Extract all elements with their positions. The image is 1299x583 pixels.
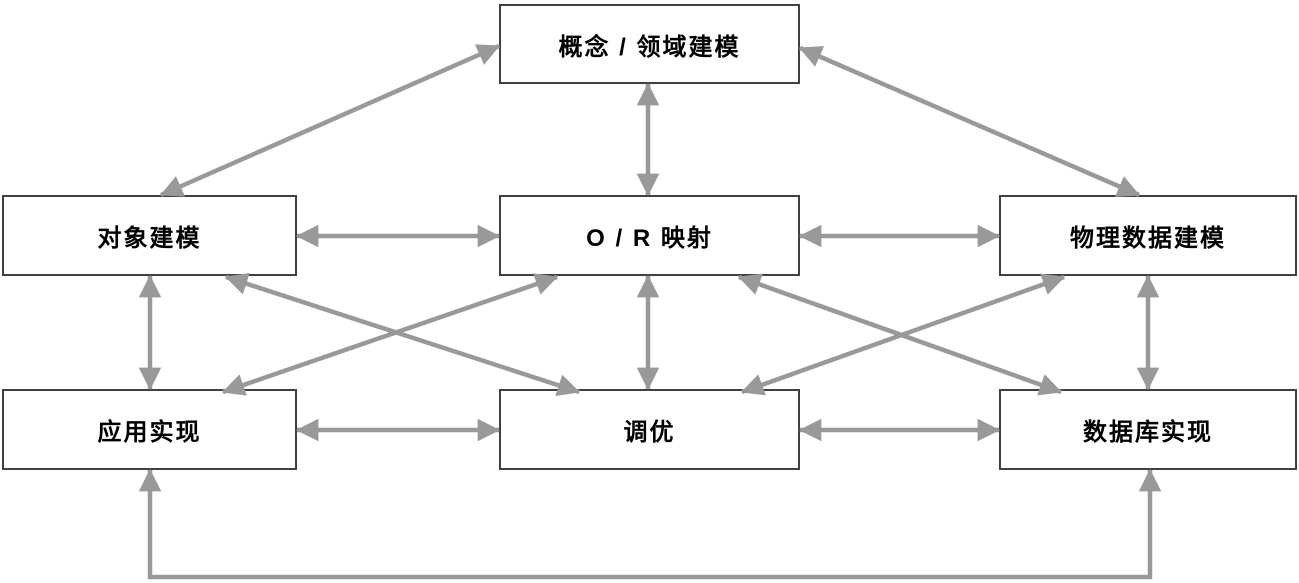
node-application-implementation: 应用实现: [2, 389, 297, 470]
node-label-object: 对象建模: [97, 225, 202, 252]
arrow-orm-app: [221, 273, 559, 396]
node-tuning: 调优: [499, 389, 800, 470]
node-object-modeling: 对象建模: [2, 195, 297, 276]
node-label-app: 应用实现: [97, 419, 202, 446]
arrow-concept-physical: [798, 45, 1141, 198]
arrow-app-db: [138, 468, 1162, 580]
node-label-physical: 物理数据建模: [1070, 225, 1226, 252]
node-label-orm: O / R 映射: [586, 225, 713, 252]
arrow-object-tuning: [224, 272, 581, 397]
node-label-concept: 概念 / 领域建模: [558, 33, 741, 61]
node-or-mapping: O / R 映射: [499, 195, 800, 276]
arrow-physical-tuning: [740, 273, 1066, 396]
arrow-orm-db: [737, 273, 1063, 396]
node-database-implementation: 数据库实现: [999, 389, 1297, 470]
node-physical-data-modeling: 物理数据建模: [999, 195, 1297, 276]
arrow-concept-object: [159, 43, 501, 198]
node-label-tuning: 调优: [623, 419, 676, 446]
node-concept-domain-modeling: 概念 / 领域建模: [499, 4, 800, 84]
node-label-db: 数据库实现: [1083, 419, 1213, 446]
